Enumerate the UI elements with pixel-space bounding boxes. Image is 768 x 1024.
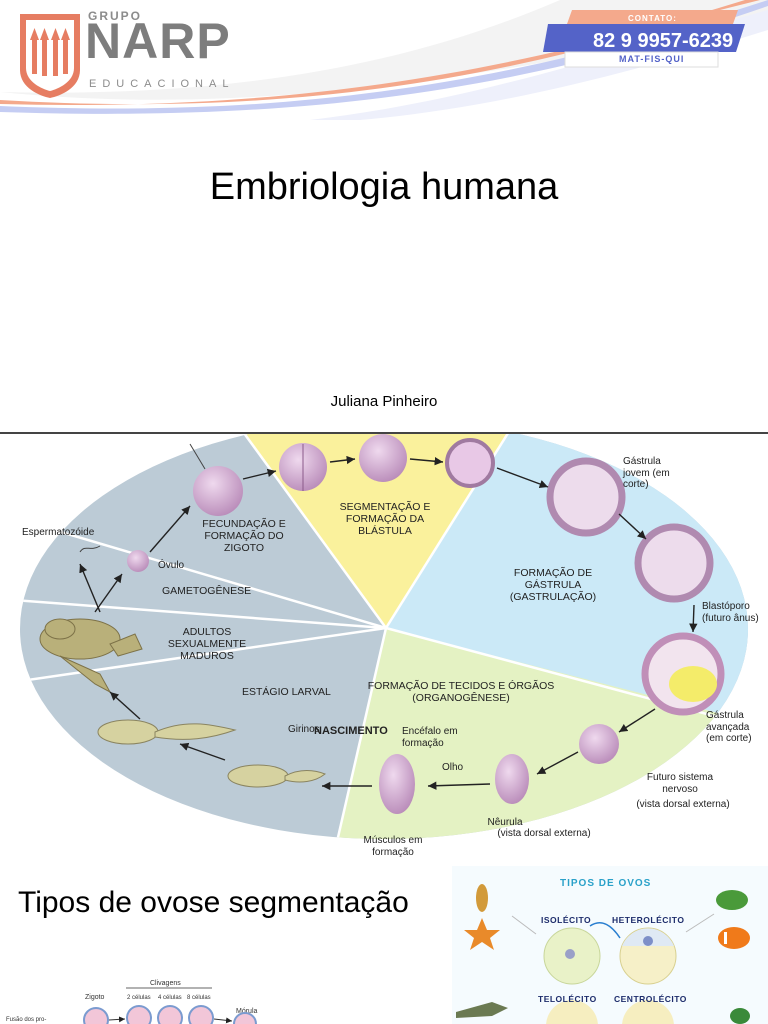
title-slide: GRUPO NARP EDUCACIONAL CONTATO: 82 9 995…	[0, 0, 768, 432]
label-vista-dorsal: (vista dorsal externa)	[636, 799, 730, 810]
label-nascimento: NASCIMENTO	[314, 725, 388, 737]
egg-types-slide: Tipos de ovose segmentação Clivagens Zig…	[0, 866, 768, 1024]
morula-cell	[233, 1012, 257, 1024]
four-cell	[157, 1005, 183, 1024]
label-neurula: Nêurula	[487, 817, 523, 828]
zygote-cell	[83, 1007, 109, 1024]
label-segmentacao: SEGMENTAÇÃO E FORMAÇÃO DA BLÁSTULA	[339, 501, 431, 538]
neural-plate-embryo	[579, 724, 619, 764]
contact-subjects: MAT-FIS-QUI	[619, 54, 685, 64]
logo-educacional-text: EDUCACIONAL	[89, 78, 235, 90]
adult-frog-icon	[39, 618, 143, 694]
label-olho: Olho	[442, 762, 464, 773]
label-musculos: Músculos em formação	[363, 835, 423, 858]
early-embryo	[379, 754, 415, 814]
logo-narp-text: NARP	[85, 13, 231, 69]
label-gastrula-jovem: Gástrula jovem (em corte)	[623, 456, 670, 490]
blastula-stage	[445, 438, 495, 488]
cells-8-label: 8 células	[187, 995, 211, 1001]
clivagens-label: Clivagens	[150, 980, 181, 987]
egg-types-panel	[452, 866, 768, 1024]
yolk-mass	[669, 666, 717, 702]
cells-4-label: 4 células	[158, 995, 182, 1001]
egg-types-illustration	[456, 884, 750, 1024]
label-estagio-larval: ESTÁGIO LARVAL	[242, 686, 331, 698]
telolecito-egg	[546, 1000, 598, 1024]
slide-divider	[0, 432, 768, 434]
eight-cell	[188, 1005, 214, 1024]
label-blastoporo: Blastóporo (futuro ânus)	[702, 601, 759, 624]
contact-phone-banner	[543, 24, 745, 52]
contact-label-banner	[567, 10, 738, 24]
label-fecundacao: FECUNDAÇÃO E FORMAÇÃO DO ZIGOTO	[202, 518, 286, 555]
egg-types-heading: TIPOS DE OVOS	[560, 878, 652, 889]
label-encefalo: Encéfalo em formação	[402, 726, 458, 749]
frog-icon	[716, 890, 748, 910]
cells-2-label: 2 células	[127, 995, 151, 1001]
clownfish-icon	[718, 927, 750, 949]
ovo-type-centrolecito: CENTROLÉCITO	[614, 994, 687, 1004]
lifecycle-diagram-slide: Espermatozóide Óvulo FECUNDAÇÃO E FORMAÇ…	[0, 434, 768, 866]
header-decoration	[0, 0, 768, 120]
label-gametogenese: GAMETOGÊNESE	[162, 585, 252, 597]
label-girinos: Girinos	[288, 724, 320, 735]
label-adultos: ADULTOS SEXUALMENTE MADUROS	[167, 626, 247, 663]
label-formacao-gastrula: FORMAÇÃO DE GÁSTRULA (GASTRULAÇÃO)	[509, 567, 597, 604]
cleavage-diagram	[83, 987, 257, 1024]
slide3-title: Tipos de ovose segmentação	[18, 886, 409, 919]
contact-phone: 82 9 9957-6239	[593, 30, 734, 52]
label-futuro-sistema: Futuro sistema nervoso	[646, 772, 714, 795]
two-cell	[126, 1005, 152, 1024]
young-gastrula-cell	[546, 457, 626, 537]
label-espermatozoide: Espermatozóide	[22, 527, 95, 538]
lifecycle-diagram	[20, 434, 748, 839]
zygote-cell	[193, 466, 243, 516]
morula-stage	[359, 434, 407, 482]
gastrulation-cell	[634, 523, 714, 603]
dog-icon	[476, 884, 488, 912]
insect-icon	[730, 1008, 750, 1024]
logo-grupo-text: GRUPO	[88, 9, 143, 23]
tadpole-icon	[97, 719, 326, 788]
morula-label: Mórula	[236, 1008, 258, 1015]
contact-label: CONTATO:	[628, 14, 677, 23]
label-gastrula-avancada: Gástrula avançada (em corte)	[706, 710, 752, 744]
fusao-label: Fusão dos pro-	[6, 1017, 47, 1023]
ovum-cell	[127, 550, 149, 572]
label-neurula-vista: (vista dorsal externa)	[497, 828, 591, 839]
slide-author: Juliana Pinheiro	[330, 393, 438, 410]
label-ovulo: Óvulo	[158, 560, 185, 571]
ovo-type-telolecito: TELOLÉCITO	[538, 994, 597, 1004]
neurula-embryo	[495, 754, 529, 804]
spermatozoid-icon	[79, 545, 101, 553]
zigoto-label: Zigoto	[85, 994, 105, 1001]
centrolecito-egg	[622, 1000, 674, 1024]
slide-title: Embriologia humana	[209, 166, 559, 208]
label-formacao-tecidos: FORMAÇÃO DE TECIDOS E ÓRGÃOS (ORGANOGÊNE…	[367, 680, 555, 705]
crocodile-icon	[456, 1002, 508, 1018]
starfish-icon	[464, 918, 500, 950]
ovo-type-heterolecito: HETEROLÉCITO	[612, 915, 685, 925]
ovo-type-isolecito: ISOLÉCITO	[541, 915, 592, 925]
